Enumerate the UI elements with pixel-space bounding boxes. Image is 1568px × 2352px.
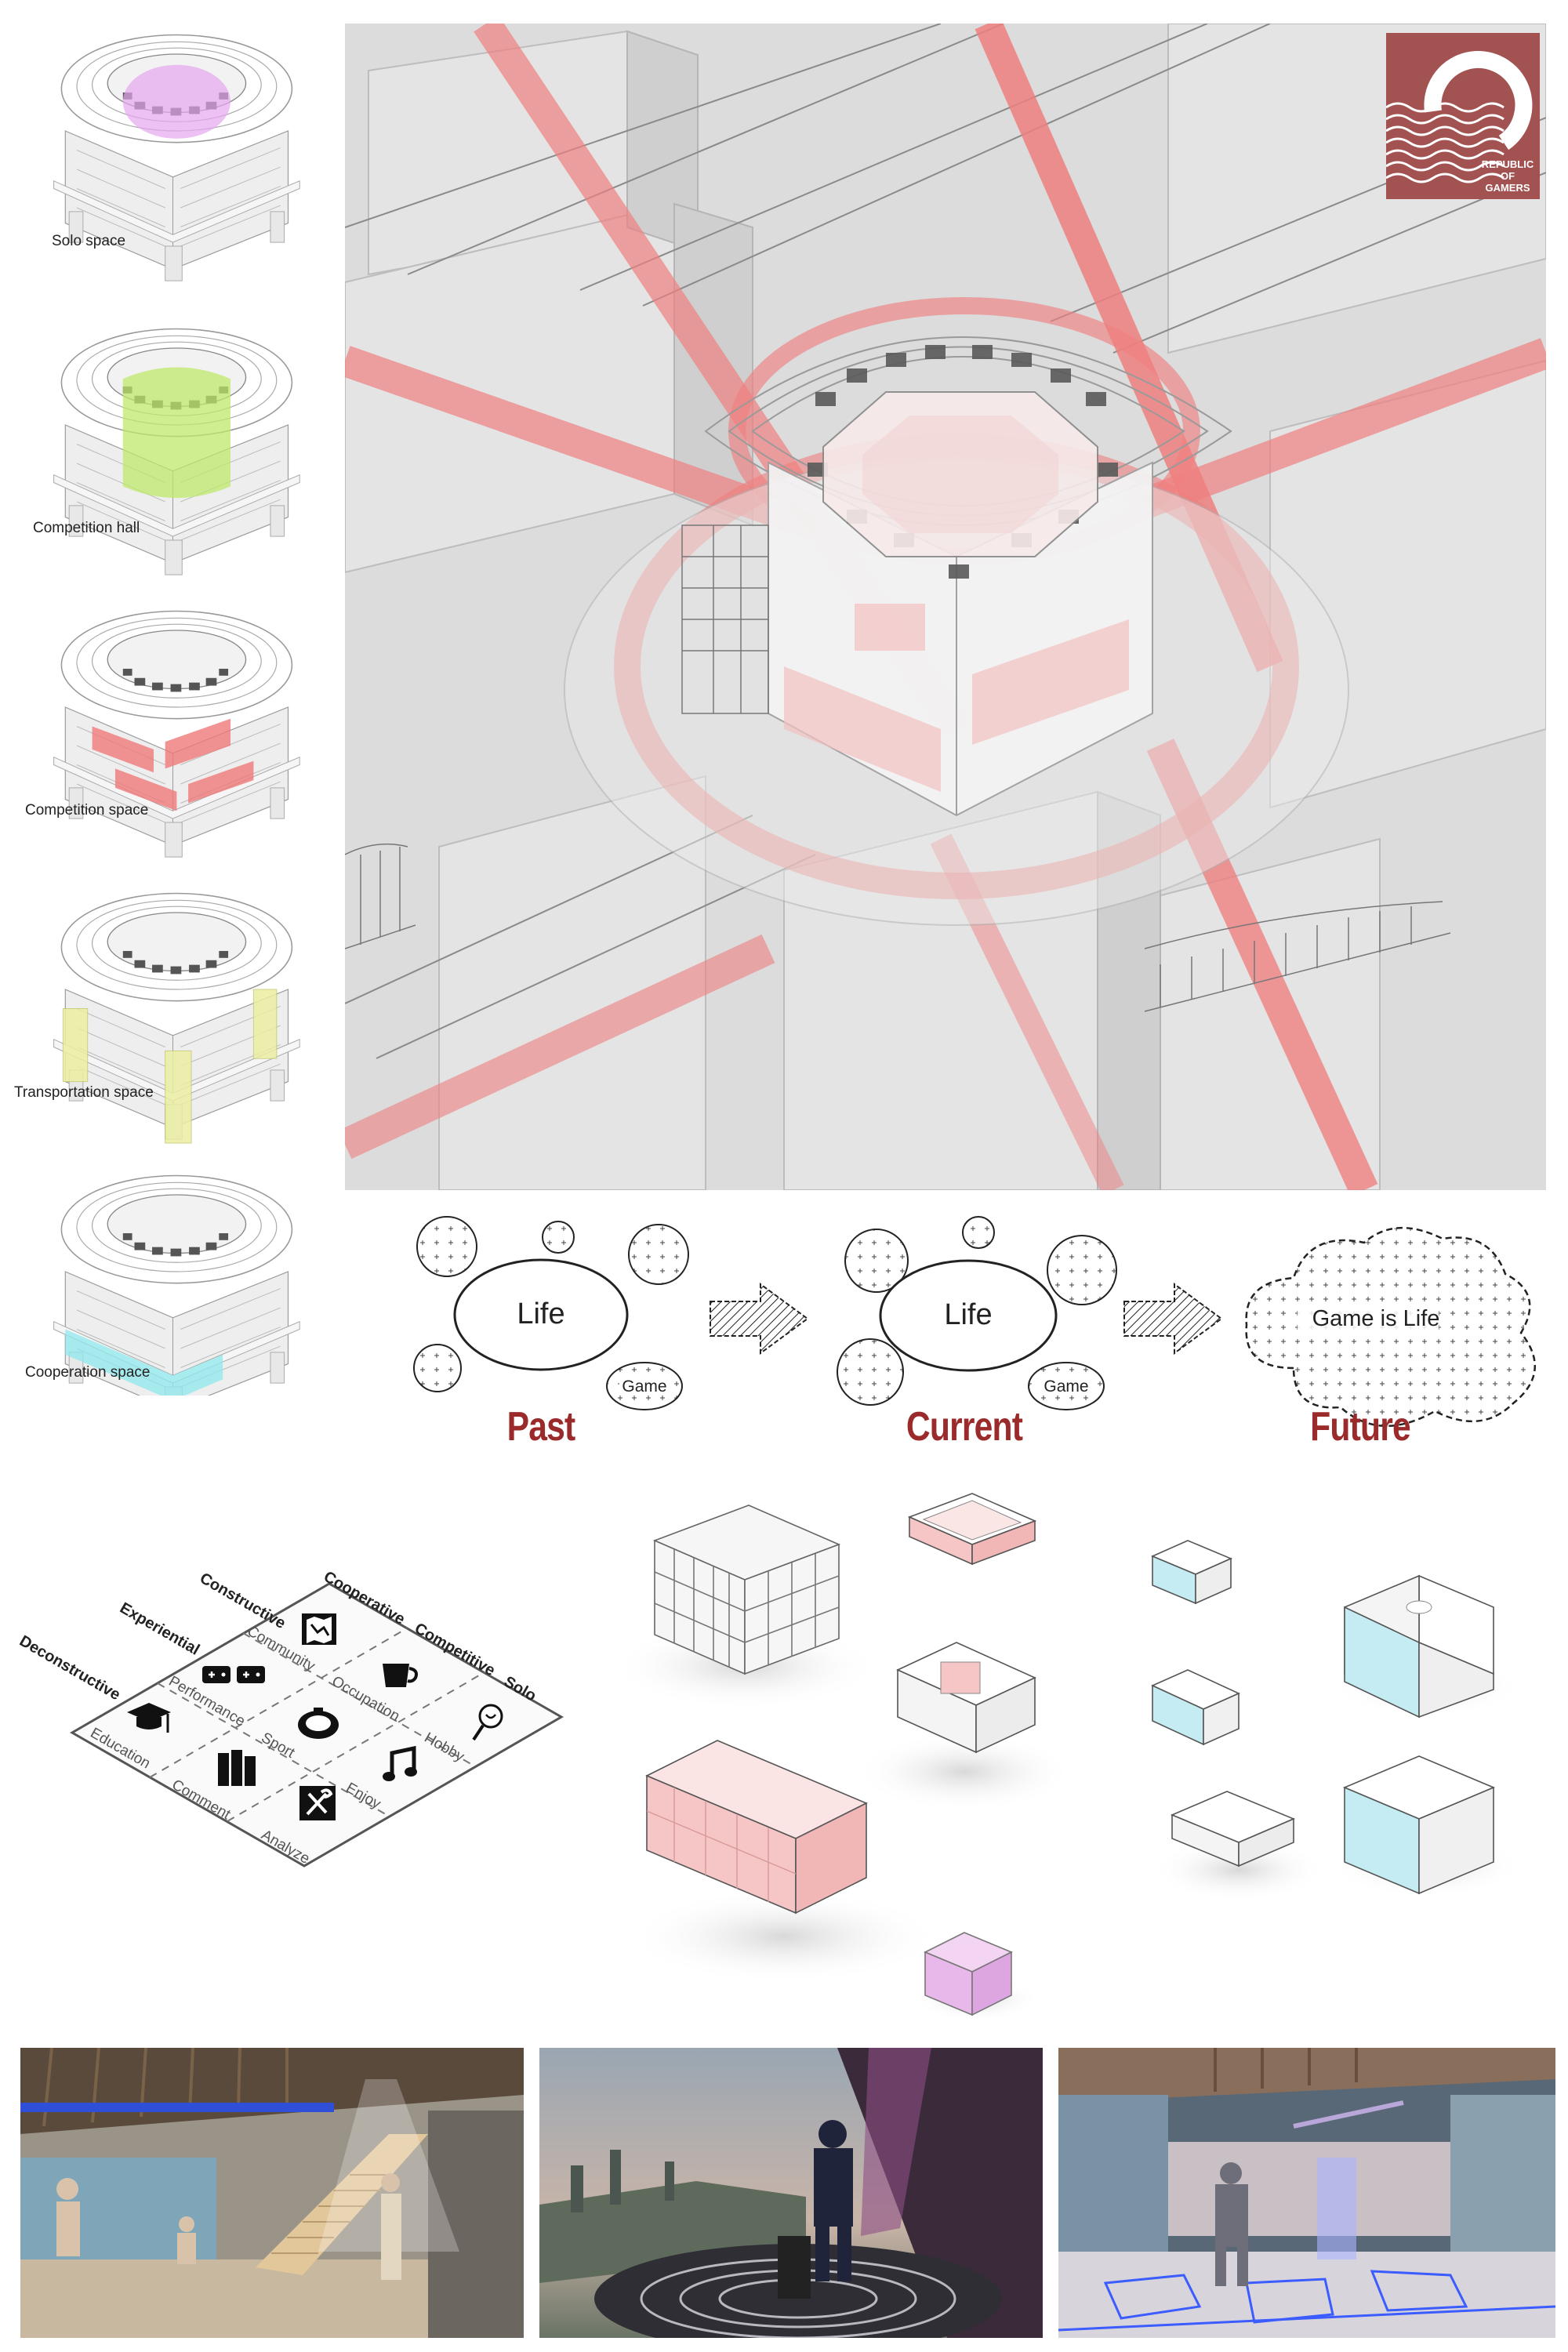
map-icon	[302, 1613, 336, 1645]
era-label-future: Future	[1310, 1404, 1411, 1450]
concept-past	[413, 1216, 689, 1410]
program-diagram-column	[53, 34, 300, 1396]
module-pink-long-box	[645, 1740, 868, 1915]
module-violet-cube	[924, 1932, 1013, 2016]
past-game-label: Game	[622, 1377, 667, 1396]
gamepads-icon	[202, 1666, 265, 1683]
arrow-past-to-current	[710, 1283, 809, 1355]
arena-icon	[298, 1708, 339, 1739]
lollipop-icon	[472, 1704, 503, 1741]
diagram-cooperation-space	[53, 1174, 300, 1396]
module-large-cyan-room	[1344, 1574, 1494, 1719]
render-vr-balcony	[539, 2048, 1043, 2338]
module-small-cyan-room	[1150, 1540, 1233, 1605]
music-note-icon	[383, 1745, 417, 1781]
module-pink-interior	[896, 1642, 1036, 1754]
diagram-competition-space	[53, 610, 300, 858]
diagram-label-competition-hall: Competition hall	[33, 520, 140, 536]
diagram-label-competition-space: Competition space	[25, 802, 149, 818]
arrow-current-to-future	[1123, 1283, 1223, 1355]
coffee-cup-icon	[383, 1664, 418, 1687]
module-mid-cyan-room	[1151, 1669, 1240, 1746]
logo-line-3: GAMERS	[1485, 182, 1530, 194]
past-life-label: Life	[517, 1298, 565, 1330]
books-icon	[218, 1750, 256, 1786]
tools-icon	[299, 1786, 336, 1820]
diagram-competition-hall	[53, 328, 300, 575]
activity-matrix-grid	[69, 1582, 564, 1867]
render-hologram-hall	[1058, 2048, 1555, 2338]
diagram-label-solo: Solo space	[52, 233, 126, 249]
diagram-label-cooperation: Cooperation space	[25, 1364, 151, 1381]
module-pink-room	[907, 1493, 1037, 1566]
current-game-label: Game	[1044, 1377, 1089, 1396]
era-label-current: Current	[906, 1404, 1023, 1450]
space-modules-group	[612, 1493, 1521, 2021]
concept-future-cloud	[1245, 1226, 1537, 1427]
module-white-room	[1170, 1791, 1296, 1867]
main-axonometric-render: REPUBLIC OF GAMERS	[345, 24, 1546, 1190]
concept-current	[837, 1216, 1117, 1410]
diagram-transportation-space	[53, 892, 300, 1144]
module-lattice-box	[652, 1504, 841, 1675]
render-lobby-stairs	[20, 2048, 524, 2338]
logo-line-1: REPUBLIC	[1481, 158, 1534, 170]
current-life-label: Life	[944, 1298, 993, 1331]
diagram-solo-space	[53, 34, 300, 281]
concept-evolution-diagram	[413, 1216, 1537, 1427]
logo-line-2: OF	[1500, 170, 1515, 182]
diagram-label-transportation: Transportation space	[14, 1084, 154, 1101]
republic-of-gamers-logo: REPUBLIC OF GAMERS	[1385, 33, 1540, 199]
future-center-label: Game is Life	[1312, 1306, 1440, 1331]
module-large-cyan-room-2	[1342, 1755, 1496, 1895]
graduation-cap-icon	[127, 1703, 171, 1733]
era-label-past: Past	[506, 1404, 576, 1450]
